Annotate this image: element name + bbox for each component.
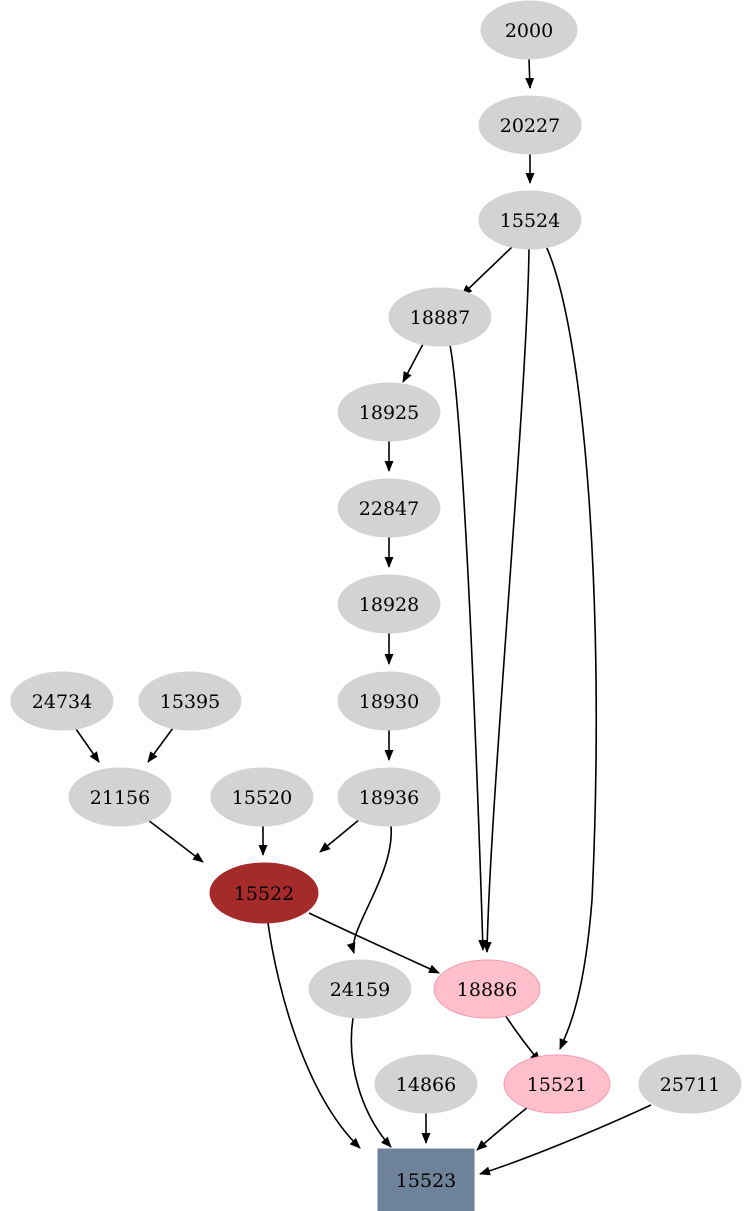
graph-node-18930[interactable]: 18930 [337, 671, 441, 731]
graph-node-24734[interactable]: 24734 [10, 671, 114, 731]
graph-node-18925[interactable]: 18925 [337, 382, 441, 442]
graph-node-15395[interactable]: 15395 [138, 671, 242, 731]
graph-edge-15524-to-18887 [461, 246, 513, 296]
graph-node-18928[interactable]: 18928 [337, 574, 441, 634]
graph-node-shape-22847[interactable] [337, 478, 441, 538]
graph-node-shape-15395[interactable] [138, 671, 242, 731]
graph-node-15522[interactable]: 15522 [209, 862, 319, 924]
graph-edge-25711-to-15523 [479, 1104, 652, 1176]
graph-node-shape-24159[interactable] [308, 959, 412, 1019]
graph-node-20227[interactable]: 20227 [478, 95, 582, 155]
graph-edge-2000-to-20227 [525, 58, 535, 89]
graph-edge-15521-to-15523 [476, 1106, 529, 1151]
graph-node-shape-25711[interactable] [638, 1054, 742, 1114]
graph-node-shape-18887[interactable] [388, 287, 492, 347]
graph-node-shape-18928[interactable] [337, 574, 441, 634]
graph-edge-15522-to-18886 [308, 912, 440, 974]
graph-edge-15395-to-21156 [147, 727, 174, 763]
graph-edge-15522-to-15523 [267, 922, 361, 1149]
graph-edge-21156-to-15522 [147, 819, 204, 863]
graph-node-shape-15523[interactable] [377, 1148, 475, 1211]
graph-node-shape-15522[interactable] [209, 862, 319, 924]
graph-node-shape-18925[interactable] [337, 382, 441, 442]
graph-node-18936[interactable]: 18936 [337, 767, 441, 827]
graph-node-15520[interactable]: 15520 [210, 767, 314, 827]
graph-node-shape-14866[interactable] [374, 1054, 478, 1114]
graph-node-shape-15520[interactable] [210, 767, 314, 827]
graph-node-shape-24734[interactable] [10, 671, 114, 731]
graph-node-25711[interactable]: 25711 [638, 1054, 742, 1114]
graph-node-15521[interactable]: 15521 [503, 1054, 611, 1114]
graph-node-22847[interactable]: 22847 [337, 478, 441, 538]
graph-edge-18936-to-15522 [319, 818, 361, 853]
graph-node-15524[interactable]: 15524 [478, 190, 582, 250]
graph-node-shape-18930[interactable] [337, 671, 441, 731]
graph-node-shape-15521[interactable] [503, 1054, 611, 1114]
graph-node-shape-15524[interactable] [478, 190, 582, 250]
graph-node-shape-21156[interactable] [68, 767, 172, 827]
graph-node-21156[interactable]: 21156 [68, 767, 172, 827]
graph-edge-15524-to-18886 [482, 248, 530, 953]
graph-edge-18936-to-24159 [346, 825, 392, 954]
graph-edge-18887-to-18886 [449, 344, 488, 951]
graph-node-shape-18936[interactable] [337, 767, 441, 827]
graph-edge-24734-to-21156 [75, 728, 100, 763]
graph-node-24159[interactable]: 24159 [308, 959, 412, 1019]
graph-edge-15524-to-15521 [545, 245, 598, 1050]
graph-node-2000[interactable]: 2000 [480, 0, 578, 60]
graph-edges-layer [75, 58, 652, 1176]
graph-node-18886[interactable]: 18886 [433, 959, 541, 1019]
graph-node-14866[interactable]: 14866 [374, 1054, 478, 1114]
graph-edge-18887-to-18925 [402, 343, 424, 383]
graph-node-shape-2000[interactable] [480, 0, 578, 60]
graph-nodes-layer: 2000 20227 15524 18887 18925 22847 18928 18930 1… [10, 0, 742, 1211]
graph-edge-24159-to-15523 [350, 1017, 392, 1148]
graph-node-shape-20227[interactable] [478, 95, 582, 155]
graph-node-shape-18886[interactable] [433, 959, 541, 1019]
graph-node-15523[interactable]: 15523 [377, 1148, 475, 1211]
graph-node-18887[interactable]: 18887 [388, 287, 492, 347]
